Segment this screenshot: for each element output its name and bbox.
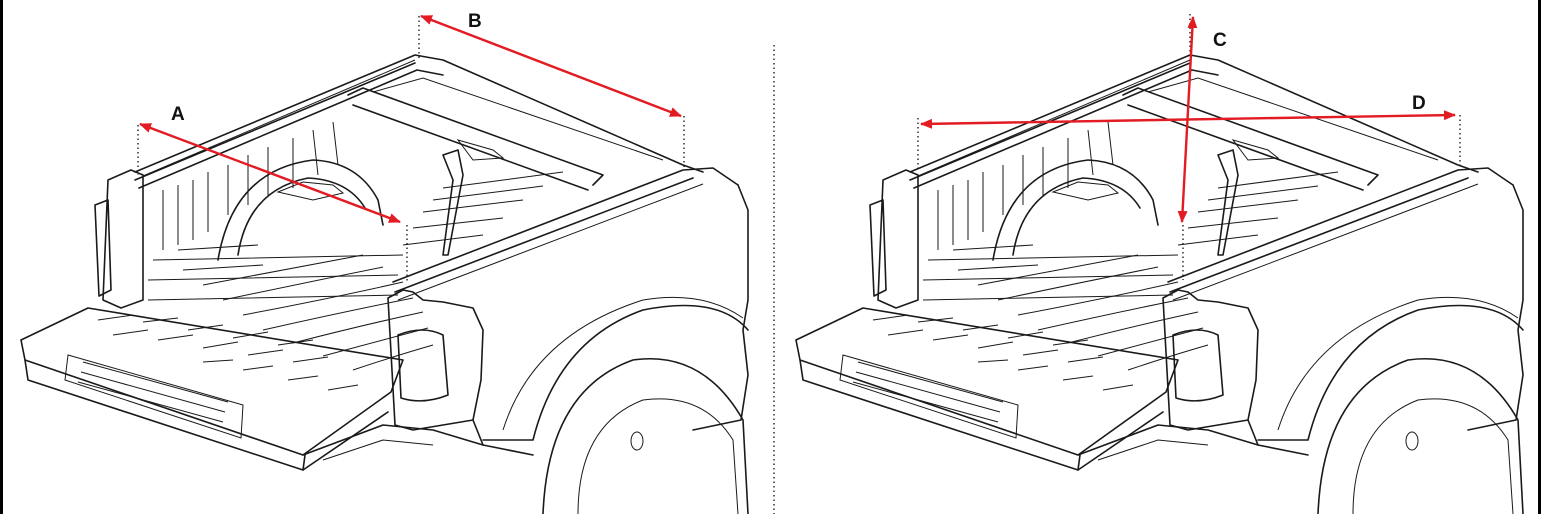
- label-d: D: [1412, 93, 1426, 114]
- dimension-arrow-d: [920, 110, 1456, 129]
- label-a: A: [171, 104, 185, 125]
- label-c: C: [1213, 30, 1227, 51]
- diagram-canvas: A B C D: [20, 11, 1524, 514]
- label-b: B: [468, 11, 482, 32]
- truck-bed-illustration-left: [20, 54, 749, 514]
- truck-bed-illustration-right: [795, 54, 1524, 514]
- dimension-arrow-a: [139, 122, 401, 224]
- dimension-arrow-b: [420, 14, 682, 118]
